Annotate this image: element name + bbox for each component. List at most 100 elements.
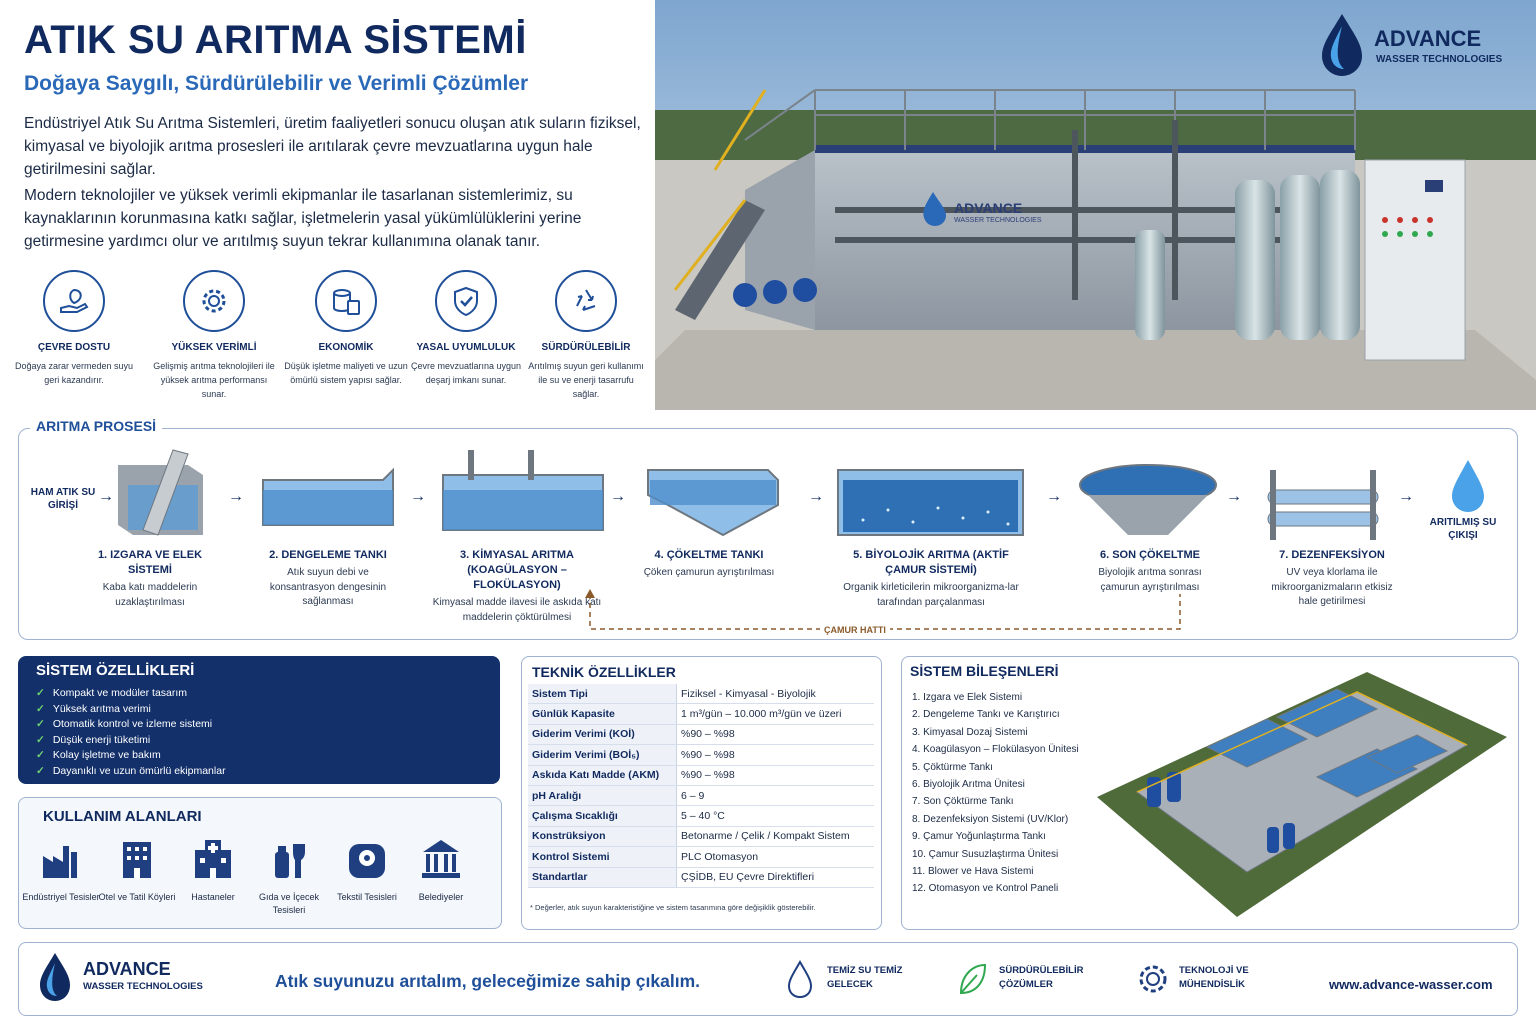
food-beverage-icon	[275, 844, 305, 878]
uv-unit	[1267, 470, 1379, 540]
process-panel	[18, 428, 1518, 640]
footer: ADVANCE WASSER TECHNOLOGIES Atık suyunuz…	[18, 942, 1518, 1016]
gear-icon	[183, 270, 245, 332]
process-arrow: →	[1398, 488, 1414, 505]
step-title: 5. BİYOLOJİK ARITMA (AKTİF ÇAMUR SİSTEMİ…	[853, 549, 1009, 576]
table-row: Giderim Verimi (BOİ₅)%90 – %98	[528, 744, 874, 766]
tank-logo-sub: WASSER TECHNOLOGIES	[954, 217, 1042, 224]
tank-logo-name: ADVANCE	[954, 200, 1023, 216]
process-arrow: →	[410, 488, 426, 505]
check-icon: ✓	[36, 733, 45, 746]
step-title: 1. IZGARA VE ELEK SİSTEMİ	[97, 549, 203, 576]
check-icon: ✓	[36, 764, 45, 777]
process-input-label: HAM ATIK SU GİRİŞİ	[30, 487, 96, 511]
feature-ekonomik: EKONOMİK Düşük işletme maliyeti ve uzun …	[284, 270, 408, 387]
components-list: 1. Izgara ve Elek Sistemi 2. Dengeleme T…	[912, 689, 1079, 898]
specs-note: * Değerler, atık suyun karakteristiğine …	[530, 903, 816, 912]
factory-icon	[43, 846, 77, 878]
leaf-icon	[959, 963, 987, 995]
list-item: 3. Kimyasal Dozaj Sistemi	[912, 726, 1028, 738]
system-feature-item: ✓Düşük enerji tüketimi	[36, 733, 151, 746]
process-arrow: →	[1046, 488, 1062, 505]
feature-title: ÇEVRE DOSTU	[37, 342, 111, 353]
system-features-title: SİSTEM ÖZELLİKLERİ	[36, 662, 195, 679]
step-title: 7. DEZENFEKSİYON	[1279, 549, 1385, 561]
process-step-3: 3. KİMYASAL ARITMA (KOAGÜLASYON – FLOKÜL…	[426, 548, 608, 625]
footer-item: TEMİZ SU TEMİZ GELECEK	[827, 965, 903, 990]
footer-website-link[interactable]: www.advance-wasser.com	[1329, 977, 1493, 992]
water-drop-icon	[787, 960, 813, 999]
intro-paragraph-1: Endüstriyel Atık Su Arıtma Sistemleri, ü…	[24, 115, 641, 178]
recycle-icon	[555, 270, 617, 332]
check-icon: ✓	[36, 687, 45, 699]
list-item: 7. Son Çöktürme Tankı	[912, 796, 1014, 808]
feature-title: YÜKSEK VERİMLİ	[171, 342, 257, 353]
usage-item: Hastaneler	[173, 838, 253, 904]
usage-item: Otel ve Tatil Köyleri	[97, 838, 177, 904]
system-feature-item: ✓Kolay işletme ve bakım	[36, 749, 161, 761]
screen-unit	[118, 449, 203, 536]
step-desc: Çöken çamurun ayrıştırılması	[643, 567, 775, 578]
step-desc: Kimyasal madde ilavesi ile askıda katı m…	[432, 597, 602, 623]
step-desc: Biyolojik arıtma sonrası çamurun ayrıştı…	[1098, 567, 1202, 593]
water-drop-logo-icon	[40, 953, 70, 1001]
process-arrow: →	[808, 488, 824, 505]
footer-brand-sub: WASSER TECHNOLOGIES	[83, 981, 203, 992]
list-item: 4. Koagülasyon – Flokülasyon Ünitesi	[912, 744, 1079, 756]
usage-item: Gıda ve İçecek Tesisleri	[249, 838, 329, 917]
system-feature-item: ✓Dayanıklı ve uzun ömürlü ekipmanlar	[36, 764, 226, 777]
table-row: Askıda Katı Madde (AKM)%90 – %98	[528, 765, 874, 786]
feature-desc: Çevre mevzuatlarına uygun deşarj imkanı …	[410, 361, 522, 385]
components-title: SİSTEM BİLEŞENLERİ	[910, 663, 1059, 679]
usage-item: Endüstriyel Tesisler	[21, 838, 101, 904]
process-step-6: 6. SON ÇÖKELTME Biyolojik arıtma sonrası…	[1080, 548, 1220, 595]
system-components-panel: SİSTEM BİLEŞENLERİ 1. Izgara ve Elek Sis…	[901, 656, 1519, 930]
process-step-4: 4. ÇÖKELTME TANKI Çöken çamurun ayrıştır…	[636, 548, 782, 581]
footer-brand-name: ADVANCE	[83, 959, 171, 979]
specs-title: TEKNİK ÖZELLİKLER	[532, 664, 676, 680]
usage-title: KULLANIM ALANLARI	[43, 808, 202, 825]
hospital-icon	[195, 840, 231, 878]
process-step-5: 5. BİYOLOJİK ARITMA (AKTİF ÇAMUR SİSTEMİ…	[836, 548, 1026, 610]
system-feature-item: ✓Kompakt ve modüler tasarım	[36, 687, 188, 699]
feature-cevre-dostu: ÇEVRE DOSTU Doğaya zarar vermeden suyu g…	[12, 270, 136, 387]
feature-yuksek-verimli: YÜKSEK VERİMLİ Gelişmiş arıtma teknoloji…	[152, 270, 276, 401]
list-item: 11. Blower ve Hava Sistemi	[912, 866, 1034, 878]
step-desc: Organik kirleticilerin mikroorganizma-la…	[843, 582, 1019, 608]
biological-tank	[837, 469, 1024, 536]
step-title: 2. DENGELEME TANKI	[269, 549, 387, 561]
clarifier-tank	[1079, 464, 1217, 535]
page-subtitle: Doğaya Saygılı, Sürdürülebilir ve Veriml…	[24, 72, 529, 95]
feature-title: SÜRDÜRÜLEBİLİR	[541, 342, 631, 353]
clean-water-drop-icon	[1452, 460, 1484, 512]
gear-icon	[1139, 965, 1167, 993]
process-arrow: →	[228, 488, 244, 505]
footer-slogan: Atık suyunuzu arıtalım, geleceğimize sah…	[275, 971, 700, 991]
list-item: 1. Izgara ve Elek Sistemi	[912, 692, 1023, 703]
process-title: ARITMA PROSESİ	[30, 418, 163, 434]
process-step-7: 7. DEZENFEKSİYON UV veya klorlama ile mi…	[1262, 548, 1402, 610]
settling-tank	[647, 469, 779, 537]
feature-title: EKONOMİK	[318, 342, 374, 353]
list-item: 9. Çamur Yoğunlaştırma Tankı	[912, 831, 1046, 843]
feature-desc: Arıtılmış suyun geri kullanımı ile su ve…	[528, 361, 644, 399]
feature-desc: Doğaya zarar vermeden suyu geri kazandır…	[14, 361, 134, 385]
feature-title: YASAL UYUMLULUK	[416, 342, 516, 353]
usage-item: Belediyeler	[401, 838, 481, 904]
list-item: 12. Otomasyon ve Kontrol Paneli	[912, 883, 1059, 895]
step-title: 3. KİMYASAL ARITMA (KOAGÜLASYON – FLOKÜL…	[460, 549, 574, 591]
plant-3d-illustration	[1097, 672, 1507, 917]
list-item: 10. Çamur Susuzlaştırma Ünitesi	[912, 848, 1059, 860]
check-icon: ✓	[36, 718, 45, 730]
system-feature-item: ✓Otomatik kontrol ve izleme sistemi	[36, 718, 213, 730]
process-arrow: →	[98, 488, 114, 505]
table-row: Giderim Verimi (KOİ)%90 – %98	[528, 724, 874, 746]
list-item: 6. Biyolojik Arıtma Ünitesi	[912, 779, 1025, 791]
usage-panel: KULLANIM ALANLARI Endüstriyel Tesisler O…	[18, 797, 502, 929]
footer-item: SÜRDÜRÜLEBİLİR ÇÖZÜMLER	[999, 965, 1084, 990]
